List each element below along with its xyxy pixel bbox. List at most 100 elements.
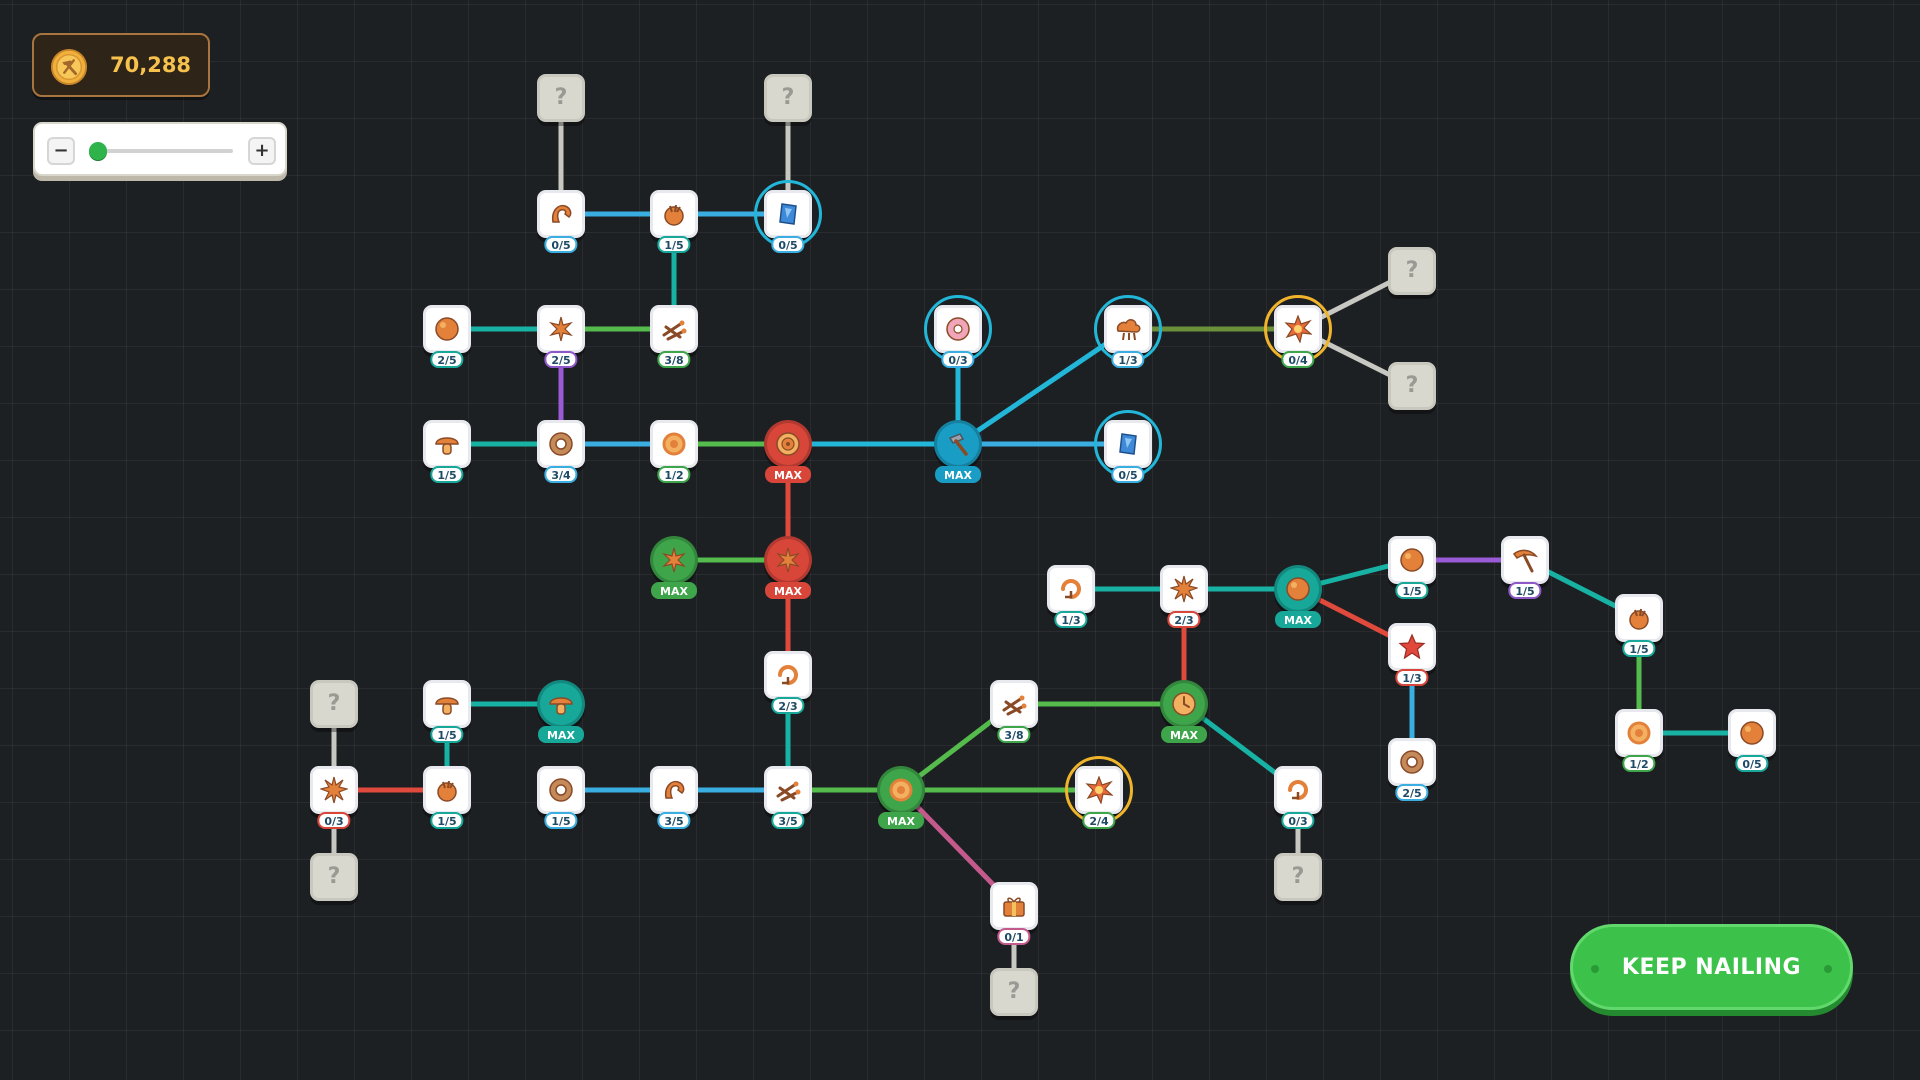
upgrade-tile — [1160, 680, 1208, 728]
upgrade-node-blue-gem[interactable]: 0/5 — [754, 180, 822, 253]
upgrade-node-star[interactable]: 1/3 — [1388, 623, 1436, 686]
upgrade-tile — [650, 190, 698, 238]
locked-question-mark: ? — [1291, 864, 1305, 889]
upgrade-node-blue-gem[interactable]: 0/5 — [1094, 410, 1162, 483]
upgrade-node-gift-box[interactable]: 0/1 — [990, 882, 1038, 945]
upgrade-node-coin-spin[interactable]: 1/2 — [650, 420, 698, 483]
upgrade-tile — [1047, 565, 1095, 613]
upgrade-tile — [537, 766, 585, 814]
upgrade-node-clock[interactable]: MAX — [1160, 680, 1208, 743]
level-progress-badge: 2/3 — [1167, 611, 1201, 628]
upgrade-node-nail-bucket[interactable]: 1/5 — [1615, 594, 1663, 657]
blue-gem-icon — [779, 203, 797, 225]
upgrade-tile — [537, 305, 585, 353]
level-progress-badge: 0/3 — [317, 812, 351, 829]
upgrade-node-wood-ring[interactable]: 1/5 — [537, 766, 585, 829]
upgrade-tile — [1075, 766, 1123, 814]
locked-upgrade-node[interactable]: ? — [310, 853, 358, 901]
sparkle-burst-icon — [662, 547, 686, 573]
upgrade-node-donut[interactable]: 0/3 — [924, 295, 992, 368]
upgrade-tile — [990, 680, 1038, 728]
locked-upgrade-node[interactable]: ? — [990, 968, 1038, 1016]
max-level-badge: MAX — [651, 582, 697, 599]
level-progress-badge: 2/5 — [1395, 784, 1429, 801]
max-level-badge: MAX — [935, 466, 981, 483]
upgrade-node-mushroom[interactable]: MAX — [537, 680, 585, 743]
upgrade-node-nail-pile[interactable]: 3/8 — [990, 680, 1038, 743]
upgrade-node-explosion[interactable]: 2/4 — [1065, 756, 1133, 829]
upgrade-tile: ? — [310, 853, 358, 901]
upgrade-node-refresh[interactable]: 2/3 — [764, 651, 812, 714]
upgrade-node-refresh[interactable]: 1/3 — [1047, 565, 1095, 628]
upgrade-node-horseshoe[interactable]: 0/5 — [537, 190, 585, 253]
spike-burst-icon — [320, 776, 348, 804]
upgrade-tile — [1615, 594, 1663, 642]
max-level-badge: MAX — [765, 582, 811, 599]
upgrade-tile — [934, 420, 982, 468]
level-progress-badge: 1/5 — [430, 812, 464, 829]
upgrade-node-orange-ball[interactable]: MAX — [1274, 565, 1322, 628]
locked-upgrade-node[interactable]: ? — [1274, 853, 1322, 901]
locked-question-mark: ? — [1405, 258, 1419, 283]
zoom-out-button[interactable]: − — [47, 137, 75, 165]
upgrade-tile — [650, 420, 698, 468]
upgrade-node-nail-bucket[interactable]: 1/5 — [423, 766, 471, 829]
upgrade-node-spike-burst[interactable]: 0/3 — [310, 766, 358, 829]
upgrade-node-sparkle-burst[interactable]: MAX — [650, 536, 698, 599]
upgrade-node-nail-pile[interactable]: 3/5 — [764, 766, 812, 829]
locked-upgrade-node[interactable]: ? — [764, 74, 812, 122]
level-progress-badge: 2/3 — [771, 697, 805, 714]
locked-upgrade-node[interactable]: ? — [310, 680, 358, 728]
explosion-icon — [1085, 776, 1113, 804]
target-icon — [776, 432, 800, 456]
upgrade-node-refresh[interactable]: 0/3 — [1274, 766, 1322, 829]
wood-ring-icon — [549, 432, 573, 456]
upgrade-node-orange-ball[interactable]: 1/5 — [1388, 536, 1436, 599]
level-progress-badge: 2/5 — [430, 351, 464, 368]
upgrade-node-cloud-burst[interactable]: 1/3 — [1094, 295, 1162, 368]
level-progress-badge: 0/5 — [544, 236, 578, 253]
upgrade-node-nail-bucket[interactable]: 1/5 — [650, 190, 698, 253]
upgrade-node-orange-ball[interactable]: 2/5 — [423, 305, 471, 368]
coin-spin-icon — [662, 432, 686, 456]
zoom-slider-track[interactable] — [91, 149, 233, 153]
level-progress-badge: 1/5 — [544, 812, 578, 829]
upgrade-node-horseshoe[interactable]: 3/5 — [650, 766, 698, 829]
level-progress-badge: 1/5 — [1508, 582, 1542, 599]
locked-upgrade-node[interactable]: ? — [1388, 362, 1436, 410]
upgrade-tile — [877, 766, 925, 814]
zoom-slider-handle[interactable] — [89, 142, 108, 160]
upgrade-node-nail-pile[interactable]: 3/8 — [650, 305, 698, 368]
upgrade-node-hammer[interactable]: MAX — [934, 420, 982, 483]
upgrade-tile — [1274, 766, 1322, 814]
gift-box-icon — [1003, 897, 1025, 917]
max-level-badge: MAX — [878, 812, 924, 829]
upgrade-tile — [423, 420, 471, 468]
locked-question-mark: ? — [327, 864, 341, 889]
upgrade-node-wood-ring[interactable]: 3/4 — [537, 420, 585, 483]
upgrade-node-pickaxe[interactable]: 1/5 — [1501, 536, 1549, 599]
locked-upgrade-node[interactable]: ? — [1388, 247, 1436, 295]
upgrade-node-explosion[interactable]: 0/4 — [1264, 295, 1332, 368]
upgrade-node-sparkle-burst[interactable]: MAX — [764, 536, 812, 599]
locked-upgrade-node[interactable]: ? — [537, 74, 585, 122]
upgrade-node-spike-burst[interactable]: 2/3 — [1160, 565, 1208, 628]
upgrade-tile — [764, 766, 812, 814]
upgrade-node-sparkle-burst[interactable]: 2/5 — [537, 305, 585, 368]
zoom-in-button[interactable]: + — [248, 137, 276, 165]
nail-bucket-icon — [664, 204, 684, 226]
upgrade-node-mushroom[interactable]: 1/5 — [423, 680, 471, 743]
upgrade-node-mushroom[interactable]: 1/5 — [423, 420, 471, 483]
upgrade-tile: ? — [990, 968, 1038, 1016]
keep-nailing-button[interactable]: KEEP NAILING — [1570, 924, 1853, 1010]
upgrade-node-coin-spin[interactable]: MAX — [877, 766, 925, 829]
orange-ball-icon — [1286, 577, 1310, 601]
blue-gem-icon — [1119, 433, 1137, 455]
upgrade-node-wood-ring[interactable]: 2/5 — [1388, 738, 1436, 801]
mushroom-icon — [549, 697, 573, 715]
upgrade-node-orange-ball[interactable]: 0/5 — [1728, 709, 1776, 772]
upgrade-node-coin-spin[interactable]: 1/2 — [1615, 709, 1663, 772]
upgrade-node-target[interactable]: MAX — [764, 420, 812, 483]
upgrade-tile — [764, 420, 812, 468]
locked-question-mark: ? — [554, 85, 568, 110]
